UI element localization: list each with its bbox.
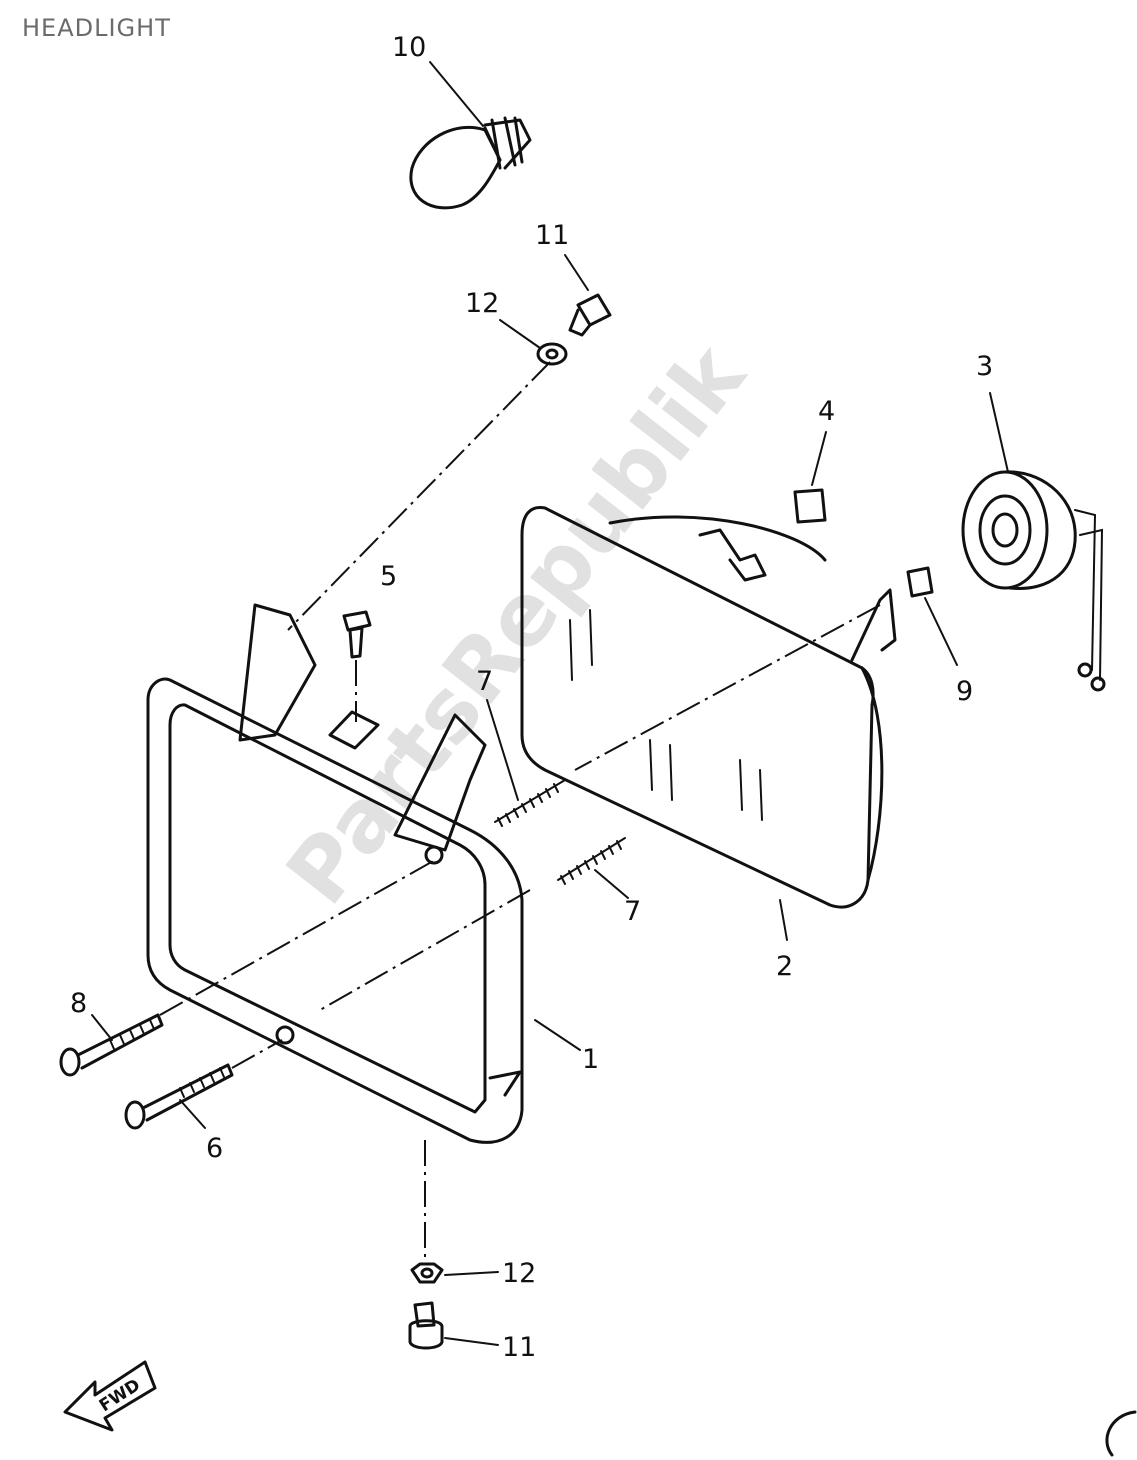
callout-11-bottom: 11: [502, 1332, 536, 1363]
callout-3: 3: [976, 351, 993, 382]
edge-mark: [1105, 1410, 1137, 1457]
screw-lower-part: [124, 1063, 234, 1130]
long-screw-part: [59, 1013, 164, 1077]
screw-top-part: [568, 293, 612, 337]
bolt-part: [342, 610, 372, 659]
nut-bottom-part: [410, 1262, 444, 1284]
bolt-bottom-part: [408, 1301, 444, 1350]
plate-part: [906, 566, 934, 598]
callout-1: 1: [582, 1044, 599, 1075]
callout-2: 2: [776, 951, 793, 982]
callout-4: 4: [818, 396, 835, 427]
callout-6: 6: [206, 1133, 223, 1164]
diagram-title: HEADLIGHT: [22, 14, 171, 42]
callout-11-top: 11: [535, 220, 569, 251]
callout-9: 9: [956, 676, 973, 707]
bulb-part: [409, 116, 532, 210]
fwd-arrow-icon: FWD: [63, 1360, 157, 1432]
callout-7-lower: 7: [624, 896, 641, 927]
rim-part: [146, 603, 524, 1144]
callout-12-bottom: 12: [502, 1258, 536, 1289]
cap-part: [793, 488, 827, 524]
nut-top-part: [536, 342, 568, 366]
socket-part: [961, 470, 1106, 692]
callout-10: 10: [392, 32, 426, 63]
callout-8: 8: [70, 988, 87, 1019]
spring-lower-part: [557, 837, 626, 885]
watermark: PartsRepublik: [268, 325, 766, 923]
headlight-unit-part: [520, 505, 897, 909]
callout-12-top: 12: [465, 288, 499, 319]
callout-5: 5: [380, 561, 397, 592]
spring-upper-part: [494, 779, 566, 827]
callout-7-upper: 7: [476, 666, 493, 697]
